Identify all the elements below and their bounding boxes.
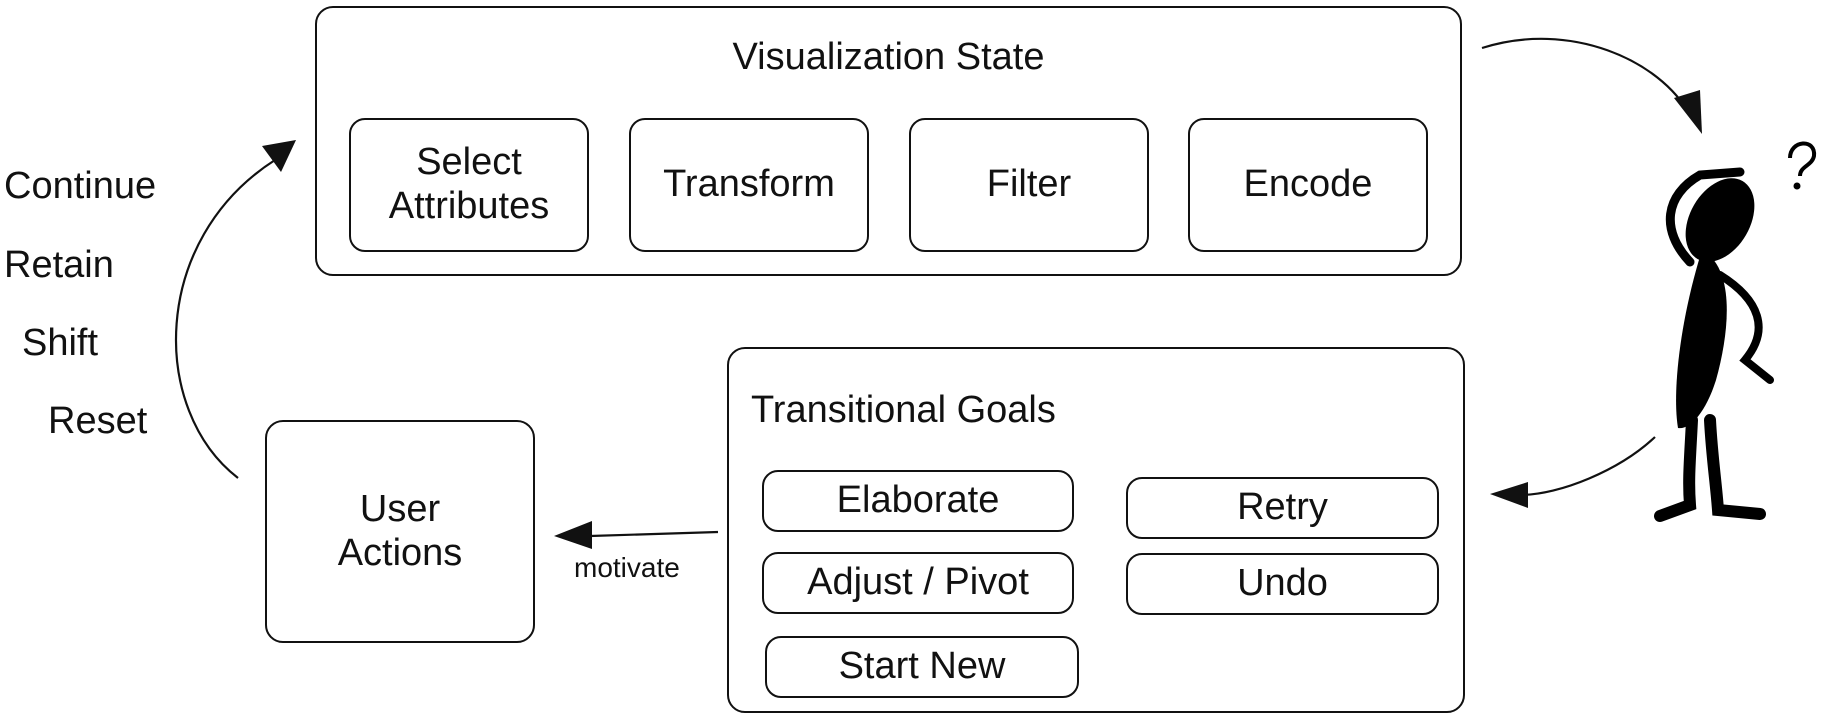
tg-item-undo: Undo — [1126, 553, 1439, 615]
arrow-actions-to-state — [175, 159, 276, 479]
transition-type-shift: Shift — [22, 322, 99, 364]
transition-type-retain: Retain — [4, 244, 114, 286]
transitional-goals-title: Transitional Goals — [751, 389, 1056, 431]
user-actions-box: User Actions — [265, 420, 535, 643]
arrowhead-user-to-goals — [1490, 482, 1528, 508]
tg-item-adjust-pivot: Adjust / Pivot — [762, 552, 1074, 614]
motivate-label: motivate — [574, 552, 680, 583]
arrow-state-to-user — [1481, 37, 1691, 116]
tg-item-elaborate: Elaborate — [762, 470, 1074, 532]
arrow-user-to-goals — [1519, 436, 1656, 497]
thinking-person-icon — [1654, 141, 1816, 522]
tg-item-retry: Retry — [1126, 477, 1439, 539]
transition-type-continue: Continue — [4, 165, 157, 207]
visualization-state-title: Visualization State — [732, 36, 1045, 78]
vs-item-transform: Transform — [629, 118, 869, 252]
tg-item-start-new: Start New — [765, 636, 1079, 698]
arrow-goals-to-actions — [589, 530, 719, 538]
transition-type-reset: Reset — [48, 400, 148, 442]
vs-item-filter: Filter — [909, 118, 1149, 252]
vs-item-encode: Encode — [1188, 118, 1428, 252]
vs-item-select-attributes: Select Attributes — [349, 118, 589, 252]
arrowhead-state-to-user — [1674, 90, 1702, 134]
arrowhead-actions-to-state — [262, 140, 296, 172]
arrowhead-goals-to-actions — [554, 521, 592, 549]
